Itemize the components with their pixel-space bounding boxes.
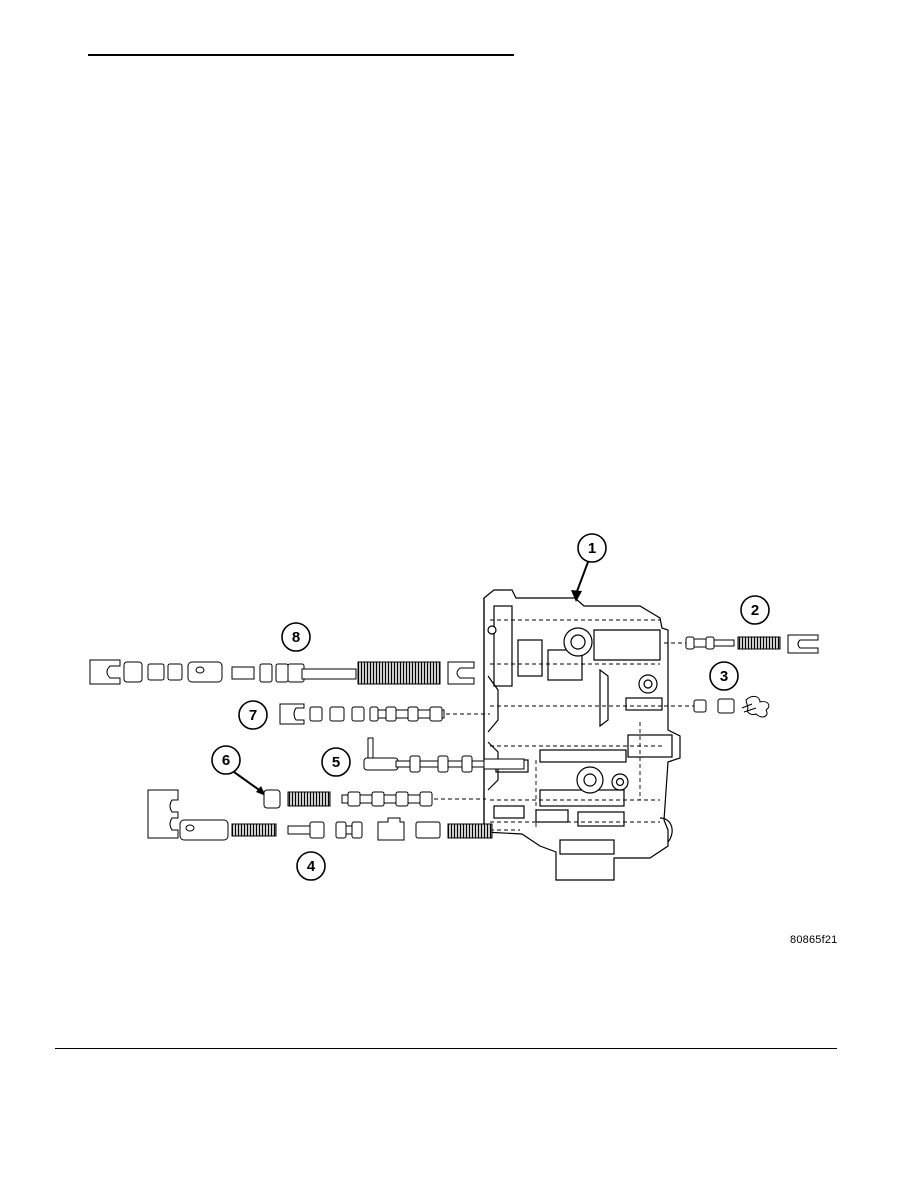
parts-group-7 <box>280 704 490 724</box>
callout-5: 5 <box>322 748 350 776</box>
parts-group-2 <box>664 635 818 653</box>
parts-group-4 <box>148 790 520 840</box>
callout-7: 7 <box>239 701 267 729</box>
callout-3: 3 <box>710 662 738 690</box>
parts-group-3 <box>664 696 769 717</box>
svg-text:7: 7 <box>249 707 257 724</box>
figure-id: 80865f21 <box>790 934 837 946</box>
callout-1: 1 <box>571 534 606 602</box>
svg-text:4: 4 <box>307 858 316 875</box>
callout-6: 6 <box>212 746 266 796</box>
parts-group-8 <box>90 660 474 684</box>
svg-text:3: 3 <box>720 668 728 685</box>
callout-8: 8 <box>282 623 310 651</box>
svg-text:6: 6 <box>222 752 230 769</box>
valve-body-housing <box>484 590 680 880</box>
footer-rule <box>55 1048 837 1049</box>
svg-text:2: 2 <box>751 602 759 619</box>
callout-2: 2 <box>741 596 769 624</box>
svg-text:1: 1 <box>588 540 596 557</box>
svg-text:5: 5 <box>332 754 340 771</box>
parts-group-6 <box>264 790 486 808</box>
callout-4: 4 <box>297 852 325 880</box>
svg-text:8: 8 <box>292 629 300 646</box>
